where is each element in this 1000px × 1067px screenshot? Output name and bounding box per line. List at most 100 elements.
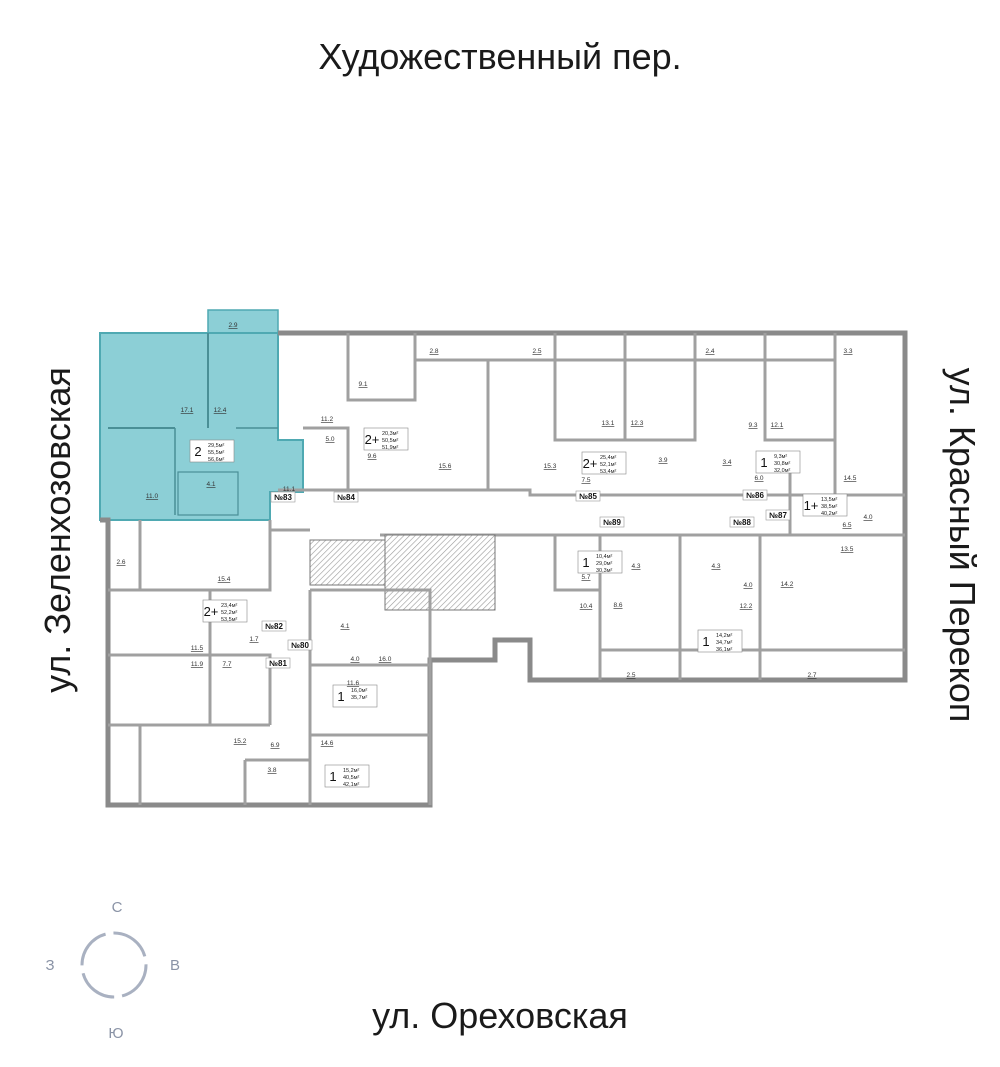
entrance-number: №83	[270, 491, 296, 503]
compass-north: С	[112, 899, 123, 916]
apartment-area: 38,5м²	[821, 504, 837, 510]
room-area: 14.2	[781, 581, 794, 588]
highlighted-apartment[interactable]	[99, 309, 304, 521]
room-area: 4.0	[743, 582, 752, 589]
room-area: 15.6	[439, 463, 452, 470]
apartment-area: 52,2м²	[221, 610, 237, 616]
apartment-area: 29,0м²	[596, 561, 612, 567]
apartment-living-area: 23,4м²	[221, 603, 237, 609]
entrance-number: №87	[765, 509, 791, 521]
apartment-total-area: 51,9м²	[382, 445, 398, 451]
room-area: 12.3	[631, 420, 644, 427]
room-area: 7.7	[222, 661, 231, 668]
room-area: 12.1	[771, 422, 784, 429]
entrance-number: №85	[575, 490, 601, 502]
apartment-label-box	[324, 764, 370, 788]
room-area: 11.1	[283, 486, 296, 493]
entrance-number-text: №84	[337, 493, 355, 502]
room-area: 11.5	[191, 645, 204, 652]
room-area: 9.3	[748, 422, 757, 429]
apartment-total-area: 53,5м²	[221, 617, 237, 623]
apartment-total-area: 53,4м²	[600, 469, 616, 475]
apartment-area: 35,7м²	[351, 695, 367, 701]
room-area: 16.0	[379, 656, 392, 663]
apartment-area: 50,5м²	[382, 438, 398, 444]
apartment-rooms: 2+	[583, 456, 598, 471]
apartment-living-area: 29,5м²	[208, 443, 224, 449]
apartment-rooms: 2	[194, 444, 201, 459]
apartment-living-area: 13,5м²	[821, 497, 837, 503]
apartment-area: 52,1м²	[600, 462, 616, 468]
room-area: 17.1	[181, 407, 194, 414]
apartment-living-area: 20,3м²	[382, 431, 398, 437]
room-area: 3.8	[267, 767, 276, 774]
apartment-living-area: 16,0м²	[351, 688, 367, 694]
apartment-label-box	[755, 450, 801, 474]
room-area: 2.9	[228, 322, 237, 329]
room-area: 4.1	[340, 623, 349, 630]
entrance-number: №88	[729, 516, 755, 528]
room-area: 6.5	[842, 522, 851, 529]
apartment-rooms: 1	[337, 689, 344, 704]
entrance-number: №81	[265, 657, 291, 669]
room-area: 7.5	[581, 477, 590, 484]
apartment-label-box	[577, 550, 623, 574]
room-area: 2.4	[705, 348, 714, 355]
entrance-number-text: №89	[603, 518, 621, 527]
room-area: 12.2	[740, 603, 753, 610]
room-area: 2.8	[429, 348, 438, 355]
room-area: 3.4	[722, 459, 731, 466]
entrance-number: №84	[333, 491, 359, 503]
room-area: 11.0	[146, 493, 159, 500]
room-area: 3.3	[843, 348, 852, 355]
apartment-living-area: 9,3м²	[774, 454, 787, 460]
apartment-area: 40,5м²	[343, 775, 359, 781]
entrance-number-text: №85	[579, 492, 597, 501]
entrance-number: №82	[261, 620, 287, 632]
street-north-label: Художественный пер.	[318, 36, 682, 77]
room-area: 12.4	[214, 407, 227, 414]
entrance-number-text: №82	[265, 622, 283, 631]
apartment-living-area: 25,4м²	[600, 455, 616, 461]
room-area: 4.0	[863, 514, 872, 521]
room-area: 11.9	[191, 661, 204, 668]
apartment-total-area: 32,0м²	[774, 468, 790, 474]
compass-west: З	[45, 957, 54, 974]
room-area: 13.1	[602, 420, 615, 427]
balcony	[207, 309, 279, 334]
apartment-rooms: 1+	[804, 498, 819, 513]
apartment-label-box	[363, 427, 409, 451]
apartment-area: 34,7м²	[716, 640, 732, 646]
room-area: 4.1	[206, 481, 215, 488]
apartment-label-box	[697, 629, 743, 653]
room-area: 15.3	[544, 463, 557, 470]
compass-south: Ю	[108, 1025, 123, 1042]
room-area: 9.6	[367, 453, 376, 460]
room-area: 1.7	[249, 636, 258, 643]
entrance-number-text: №81	[269, 659, 287, 668]
compass-east: В	[170, 957, 180, 974]
entrance-number: №80	[287, 639, 313, 651]
apartment-label-box	[189, 439, 235, 463]
room-area: 6.9	[270, 742, 279, 749]
room-area: 9.1	[358, 381, 367, 388]
apartment-rooms: 2+	[204, 604, 219, 619]
room-area: 10.4	[580, 603, 593, 610]
room-area: 15.2	[234, 738, 247, 745]
apartment-total-area: 40,2м²	[821, 511, 837, 517]
apartment-rooms: 1	[582, 555, 589, 570]
room-area: 4.3	[711, 563, 720, 570]
apartment-rooms: 2+	[365, 432, 380, 447]
apartment-area: 55,5м²	[208, 450, 224, 456]
